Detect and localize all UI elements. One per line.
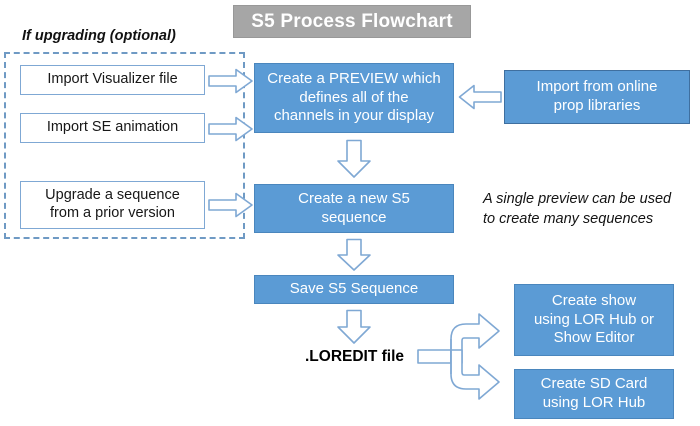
box-save-s5-sequence[interactable]: Save S5 Sequence	[254, 275, 454, 304]
down-arrow-icon-preview-to-sequence	[336, 139, 372, 179]
box-create-new-s5-sequence[interactable]: Create a new S5 sequence	[254, 184, 454, 233]
page-title: S5 Process Flowchart	[233, 5, 471, 38]
optional-group-caption: If upgrading (optional)	[22, 28, 176, 44]
right-arrow-icon-upgrade	[208, 192, 254, 218]
box-create-sd-card[interactable]: Create SD Card using LOR Hub	[514, 369, 674, 419]
down-arrow-icon-save-to-file	[336, 309, 372, 345]
box-create-show[interactable]: Create show using LOR Hub or Show Editor	[514, 284, 674, 356]
fork-arrow-icon-file-to-outputs	[417, 306, 512, 402]
note-single-preview: A single preview can be used to create m…	[483, 191, 672, 227]
optional-group-boundary	[4, 52, 245, 239]
box-import-from-online-prop-libraries[interactable]: Import from online prop libraries	[504, 70, 690, 124]
right-arrow-icon-import-se	[208, 116, 254, 142]
box-create-preview[interactable]: Create a PREVIEW which defines all of th…	[254, 63, 454, 133]
page-title-label: S5 Process Flowchart	[251, 10, 453, 32]
box-import-visualizer-file[interactable]: Import Visualizer file	[20, 65, 205, 95]
down-arrow-icon-sequence-to-save	[336, 238, 372, 272]
label-loredit-file: .LOREDIT file	[305, 348, 405, 365]
right-arrow-icon-import-visualizer	[208, 68, 254, 94]
left-arrow-icon-prop-libraries	[458, 84, 502, 110]
box-upgrade-sequence[interactable]: Upgrade a sequence from a prior version	[20, 181, 205, 229]
box-import-se-animation[interactable]: Import SE animation	[20, 113, 205, 143]
